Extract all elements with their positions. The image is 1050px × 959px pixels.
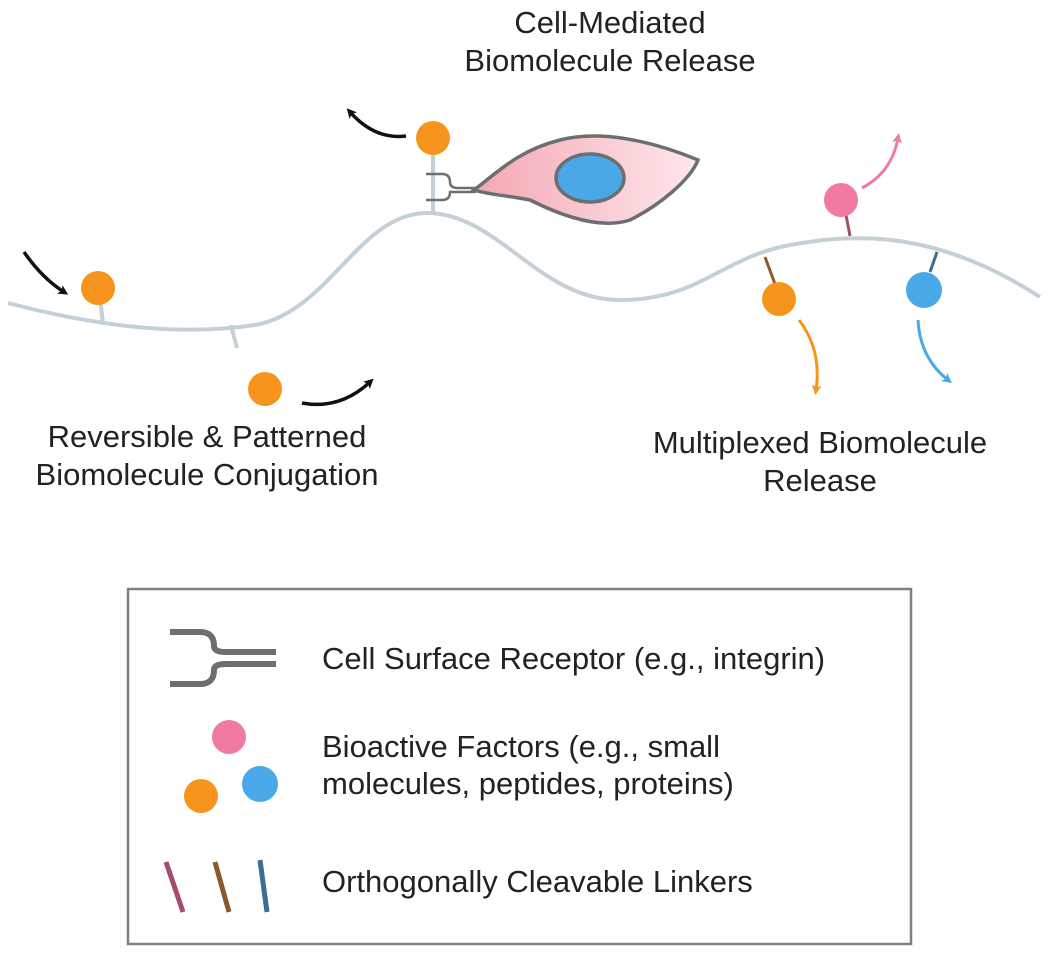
fiber-icon bbox=[7, 210, 1042, 332]
linker-pink bbox=[844, 214, 852, 237]
linker-orange bbox=[763, 256, 777, 285]
legend-linkers-text: Orthogonally Cleavable Linkers bbox=[322, 864, 753, 899]
curved-arrow-icon bbox=[346, 108, 407, 139]
label-multiplexed-line1: Multiplexed Biomolecule bbox=[652, 425, 988, 460]
cell-nucleus bbox=[554, 152, 626, 204]
release-arrow-orange bbox=[797, 319, 822, 395]
cleavable-linker-icon bbox=[163, 861, 186, 913]
cleavable-linker-icon bbox=[212, 861, 232, 913]
label-multiplexed: Multiplexed Biomolecule Release bbox=[615, 424, 1025, 500]
legend-receptor-text: Cell Surface Receptor (e.g., integrin) bbox=[322, 641, 826, 676]
bioactive-factor-middle bbox=[416, 121, 450, 155]
bioactive-factor-right-orange bbox=[762, 282, 796, 316]
label-reversible-line2: Biomolecule Conjugation bbox=[35, 457, 379, 492]
curved-arrow-icon bbox=[22, 251, 69, 295]
label-cell-mediated: Cell-Mediated Biomolecule Release bbox=[445, 4, 775, 80]
bioactive-factor-icon bbox=[212, 720, 246, 754]
label-reversible-line1: Reversible & Patterned bbox=[47, 419, 367, 454]
tether-empty bbox=[229, 324, 239, 349]
label-cell-mediated-line1: Cell-Mediated bbox=[514, 5, 706, 40]
legend-factors-line1: Bioactive Factors (e.g., small bbox=[322, 729, 720, 764]
legend-factors-text: Bioactive Factors (e.g., small molecules… bbox=[322, 728, 734, 802]
bioactive-factor-right-pink bbox=[824, 183, 858, 217]
legend-factors-line2: molecules, peptides, proteins) bbox=[322, 766, 734, 801]
curved-arrow-icon bbox=[301, 378, 374, 407]
cleavable-linker-icon bbox=[257, 859, 270, 913]
bioactive-factor-icon bbox=[242, 766, 278, 802]
label-reversible: Reversible & Patterned Biomolecule Conju… bbox=[2, 418, 412, 494]
release-arrow-pink bbox=[861, 133, 903, 190]
receptor-icon bbox=[170, 629, 276, 687]
label-cell-mediated-line2: Biomolecule Release bbox=[464, 43, 756, 78]
bioactive-factor-right-blue bbox=[906, 272, 942, 308]
linker-blue bbox=[928, 251, 939, 273]
release-arrow-blue bbox=[916, 319, 952, 384]
bioactive-factor-icon bbox=[184, 779, 218, 813]
label-multiplexed-line2: Release bbox=[763, 463, 877, 498]
receptor-icon bbox=[426, 172, 476, 202]
bioactive-factor-left-free bbox=[248, 372, 282, 406]
bioactive-factor-left-bound bbox=[81, 271, 115, 305]
